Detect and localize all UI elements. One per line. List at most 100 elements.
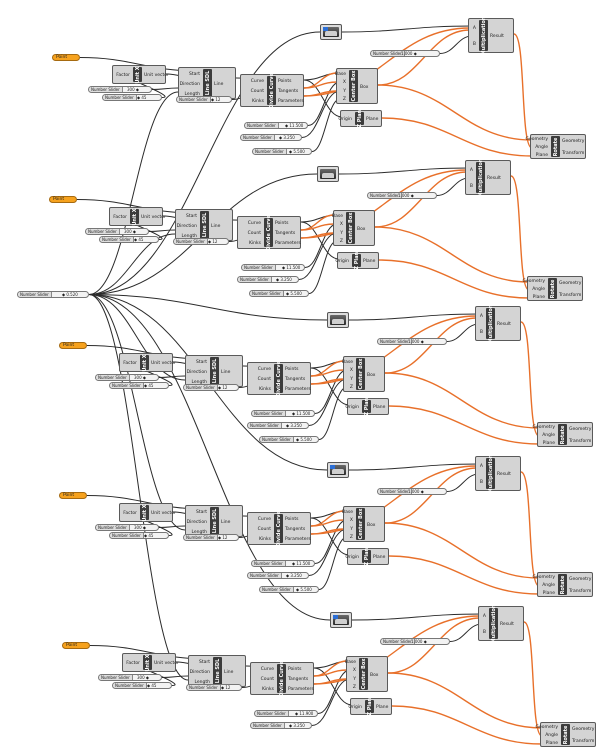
box-y-slider-3[interactable]: Number Slider◆ 3.250 bbox=[247, 572, 309, 579]
box-x-slider-4[interactable]: Number Slider◆ 11.900 bbox=[254, 710, 318, 717]
point-param-0[interactable]: Point bbox=[52, 54, 80, 61]
output-param: Plane bbox=[373, 555, 386, 560]
point-param-3[interactable]: Point bbox=[59, 492, 87, 499]
point-label: Point bbox=[63, 493, 75, 498]
slider-name: Number Slider bbox=[378, 489, 412, 494]
input-param: X bbox=[349, 518, 353, 524]
input-param: Start bbox=[199, 659, 210, 665]
output-param: Result bbox=[497, 472, 511, 477]
component-band: Unit X bbox=[143, 654, 152, 671]
factor-slider-3[interactable]: Number Slider◆ 45 bbox=[109, 532, 169, 539]
count-slider-0[interactable]: Number Slider◆ 12 bbox=[176, 96, 232, 103]
slider-value: ◆ 5.500 bbox=[296, 437, 312, 442]
count-slider-1[interactable]: Number Slider◆ 12 bbox=[173, 238, 229, 245]
master-slider[interactable]: Number Slider◆ 0.520 bbox=[17, 291, 89, 298]
preview-swatch-1[interactable] bbox=[317, 166, 339, 182]
preview-swatch-2[interactable] bbox=[327, 312, 349, 328]
factor-slider-0[interactable]: Number Slider◆ 45 bbox=[102, 94, 162, 101]
slider-value: ◆ 3.250 bbox=[286, 573, 302, 578]
box-z-slider-0[interactable]: Number Slider◆ 5.500 bbox=[252, 148, 312, 155]
count-slider-4[interactable]: Number Slider◆ 12 bbox=[186, 684, 242, 691]
input-param: Length bbox=[191, 379, 207, 385]
box-z-slider-3[interactable]: Number Slider◆ 5.500 bbox=[259, 586, 319, 593]
preview-swatch-3[interactable] bbox=[327, 462, 349, 478]
box-y-slider-2[interactable]: Number Slider◆ 3.250 bbox=[247, 422, 309, 429]
box-y-slider-0[interactable]: Number Slider◆ 3.250 bbox=[240, 134, 302, 141]
box-x-slider-2[interactable]: Number Slider◆ 11.500 bbox=[251, 410, 315, 417]
preview-swatch-4[interactable] bbox=[330, 612, 352, 628]
point-param-2[interactable]: Point bbox=[59, 342, 87, 349]
factor-slider-2[interactable]: Number Slider◆ 45 bbox=[109, 382, 169, 389]
input-param: Base bbox=[342, 509, 353, 515]
box-y-slider-4[interactable]: Number Slider◆ 3.250 bbox=[250, 722, 312, 729]
point-param-1[interactable]: Point bbox=[49, 196, 77, 203]
box-x-slider-3[interactable]: Number Slider◆ 11.500 bbox=[251, 560, 315, 567]
point-param-4[interactable]: Point bbox=[62, 642, 90, 649]
component-title: Rotate bbox=[559, 425, 566, 444]
box-z-slider-1[interactable]: Number Slider◆ 5.500 bbox=[249, 290, 309, 297]
count-slider-2[interactable]: Number Slider◆ 12 bbox=[183, 384, 239, 391]
box-z-slider-2[interactable]: Number Slider◆ 5.500 bbox=[259, 436, 319, 443]
component-title: Center Box bbox=[347, 212, 354, 244]
wire bbox=[88, 294, 186, 531]
input-param: Plane bbox=[545, 740, 558, 746]
box-y-slider-1[interactable]: Number Slider◆ 3.250 bbox=[237, 276, 299, 283]
wire bbox=[387, 617, 481, 674]
box-x-slider-0[interactable]: Number Slider◆ 11.500 bbox=[244, 122, 308, 129]
preview-image bbox=[333, 615, 349, 625]
preview-swatch-0[interactable] bbox=[320, 24, 342, 40]
point-label: Point bbox=[63, 343, 75, 348]
factor-slider-1[interactable]: Number Slider◆ 45 bbox=[99, 236, 159, 243]
factor-slider-4[interactable]: Number Slider◆ 45 bbox=[112, 682, 172, 689]
box-x-slider-1[interactable]: Number Slider◆ 11.500 bbox=[241, 264, 305, 271]
component-title: Divide Curve bbox=[275, 510, 282, 547]
count-slider-3[interactable]: Number Slider◆ 12 bbox=[183, 534, 239, 541]
